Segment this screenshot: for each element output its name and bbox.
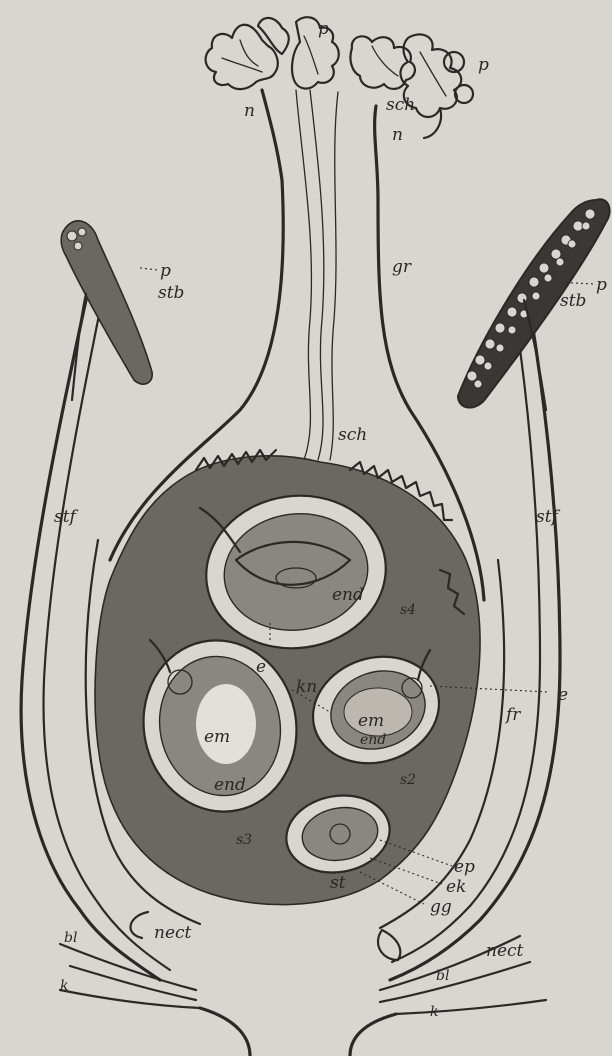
label-s3: s3 xyxy=(236,832,252,848)
sepal-base-right xyxy=(396,1000,546,1014)
stalk-right xyxy=(350,1014,396,1056)
label-stb-left: stb xyxy=(158,283,184,303)
label-em-right: em xyxy=(358,711,384,731)
label-bl-right: bl xyxy=(436,968,449,984)
label-end-top: end xyxy=(332,585,364,605)
label-e-right: e xyxy=(558,685,568,705)
label-end-right: end xyxy=(360,732,386,748)
label-sch-top: sch xyxy=(386,95,415,115)
label-s2: s2 xyxy=(400,772,416,788)
label-p-top: p xyxy=(318,19,329,39)
label-gr: gr xyxy=(392,257,412,277)
label-e-left: e xyxy=(256,657,266,677)
label-ek: ek xyxy=(446,877,466,897)
label-s4: s4 xyxy=(400,602,416,618)
label-k-right: k xyxy=(430,1004,438,1020)
label-p-left: p xyxy=(160,261,171,281)
label-em-left: em xyxy=(204,727,230,747)
petal-base-right-2 xyxy=(380,962,530,1002)
nectary-right xyxy=(378,930,400,960)
label-stf-right: stf xyxy=(536,507,561,527)
leader-gg xyxy=(360,872,424,904)
label-p-right: p xyxy=(596,275,607,295)
label-bl-left: bl xyxy=(64,930,77,946)
label-p-top-right: p xyxy=(478,55,489,75)
label-k-left: k xyxy=(60,978,68,994)
leader-p-left xyxy=(140,268,158,270)
label-sch-mid: sch xyxy=(338,425,367,445)
label-gg: gg xyxy=(430,897,452,917)
pollen-tube-3 xyxy=(330,92,338,460)
sepal-base-left xyxy=(60,990,200,1008)
label-nect-right: nect xyxy=(486,941,524,961)
nectary-left xyxy=(131,912,148,938)
label-nect-left: nect xyxy=(154,923,192,943)
label-kn: kn xyxy=(296,677,317,697)
label-n-top-left: n xyxy=(244,101,255,121)
stamen-right-icon xyxy=(458,199,610,407)
label-stb-right: stb xyxy=(560,291,586,311)
label-ep: ep xyxy=(454,857,475,877)
label-end-left: end xyxy=(214,775,246,795)
pollen-tube-1 xyxy=(296,90,311,460)
label-n-top-right: n xyxy=(392,125,403,145)
label-fr: fr xyxy=(504,705,521,725)
stalk-left xyxy=(200,1008,250,1056)
label-stf-left: stf xyxy=(54,507,79,527)
label-st: st xyxy=(330,873,346,893)
filament-left xyxy=(72,294,86,400)
